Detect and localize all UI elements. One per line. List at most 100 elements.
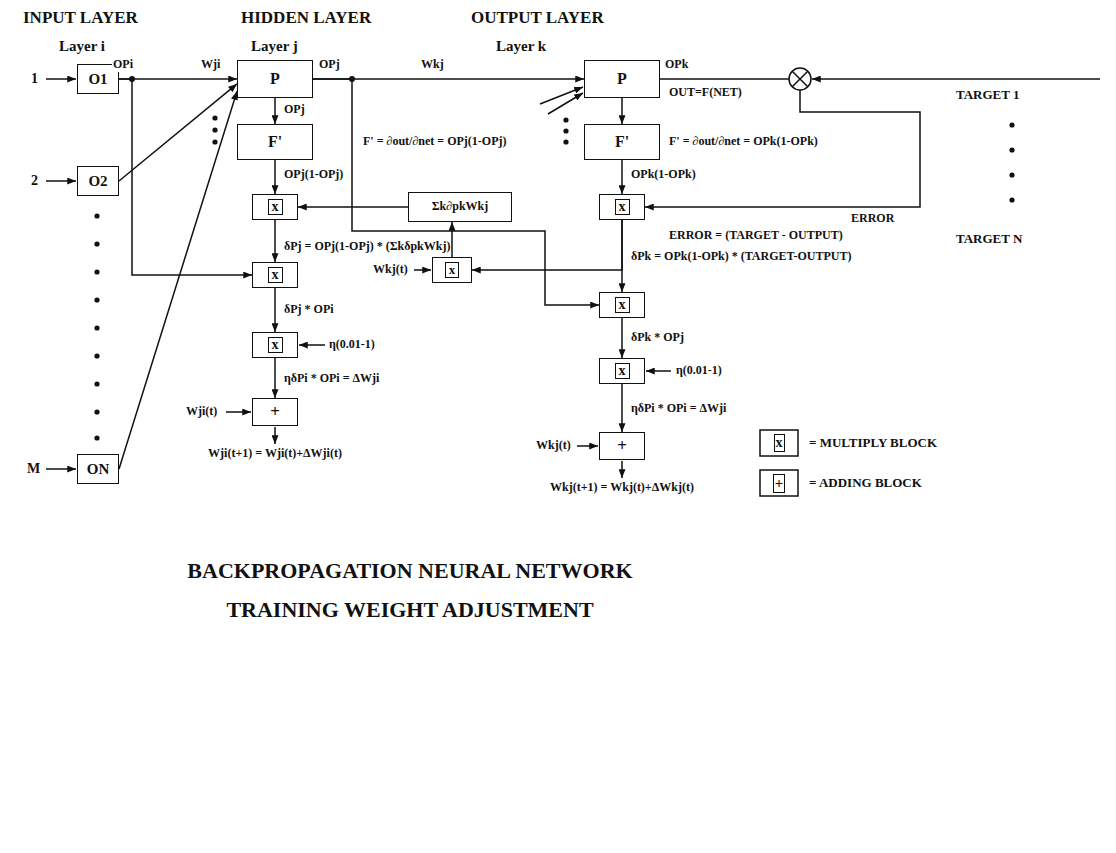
ellipsis-dot <box>212 127 217 132</box>
signal-name: OPj <box>283 103 306 117</box>
sum-box: Σk∂pkWkj <box>408 192 512 222</box>
other-input-line <box>548 93 583 114</box>
formula: ηδPi * OPi = ΔWji <box>630 402 727 416</box>
connector <box>274 288 276 332</box>
node-text: P <box>617 70 627 88</box>
formula: δPk * OPj <box>630 331 685 345</box>
multiply-block: x <box>599 358 645 384</box>
formula: F' = ∂out/∂net = OPk(1-OPk) <box>668 135 819 149</box>
layout-lines <box>46 79 1100 478</box>
branch-dot <box>129 76 135 82</box>
connector <box>621 220 623 292</box>
node-text: F' <box>268 133 282 151</box>
signal-name: ERROR <box>850 212 895 226</box>
node-text: O2 <box>88 173 107 190</box>
ellipsis-dot <box>94 241 99 246</box>
summing-junction <box>789 68 811 90</box>
formula: δPj = OPj(1-OPj) * (ΣkδpkWkj) <box>283 240 451 254</box>
node-text: + <box>617 437 627 456</box>
target-name: TARGET N <box>955 232 1023 247</box>
diagram-title: BACKPROPAGATION NEURAL NETWORK TRAINING … <box>150 552 670 629</box>
rate-arrow <box>646 370 671 372</box>
layer-heading: HIDDEN LAYER <box>240 8 372 28</box>
input-neuron: O2 <box>77 166 119 196</box>
connector <box>645 79 920 207</box>
input-neuron: ON <box>77 454 119 484</box>
connector <box>119 84 237 181</box>
ellipsis-dot <box>212 139 217 144</box>
signal-name: OPk <box>664 58 689 72</box>
legend-sample-box <box>760 430 798 456</box>
connector <box>274 358 276 398</box>
node-text: F' <box>615 133 629 151</box>
process-box: F' <box>584 124 660 160</box>
connector <box>621 160 623 194</box>
multiply-block: x <box>252 332 298 358</box>
ellipsis-dot <box>212 115 217 120</box>
formula: δPk = OPk(1-OPk) * (TARGET-OUTPUT) <box>630 250 852 264</box>
input-arrow <box>46 468 76 470</box>
connector <box>621 384 623 432</box>
other-input-line <box>540 87 583 104</box>
ellipsis-dot <box>94 409 99 414</box>
ellipsis-dot <box>94 353 99 358</box>
multiply-sign: x <box>615 297 630 314</box>
result-arrow <box>621 461 623 478</box>
connector <box>274 160 276 194</box>
input-arrow <box>46 180 76 182</box>
process-box: F' <box>237 124 313 160</box>
ellipsis-dot <box>1009 122 1014 127</box>
signal-name: OPj(1-OPj) <box>283 168 344 182</box>
junction-cross <box>792 71 808 87</box>
target-name: TARGET 1 <box>955 88 1020 103</box>
formula: ERROR = (TARGET - OUTPUT) <box>668 229 844 243</box>
ellipsis-dot <box>94 325 99 330</box>
ellipsis-dot <box>563 139 568 144</box>
multiply-block: x <box>252 262 298 288</box>
connector <box>119 78 237 80</box>
weight-arrow <box>414 269 431 271</box>
dots <box>94 76 1014 441</box>
weight-name: Wji(t) <box>185 405 218 419</box>
target-arrow <box>812 78 1100 80</box>
input-number: 1 <box>30 71 39 87</box>
layer-heading: OUTPUT LAYER <box>470 8 605 28</box>
node-text: O1 <box>88 71 107 88</box>
weight-arrow <box>226 411 251 413</box>
process-box: P <box>237 60 313 98</box>
legend-text: = MULTIPLY BLOCK <box>808 436 938 451</box>
node-text: Σk∂pkWkj <box>432 200 488 213</box>
learning-rate: η(0.01-1) <box>675 364 723 378</box>
connector <box>119 91 237 469</box>
multiply-block: x <box>252 194 298 220</box>
node-text: ON <box>87 461 110 478</box>
layer-heading: INPUT LAYER <box>22 8 139 28</box>
formula: ηδPi * OPi = ΔWji <box>283 372 380 386</box>
multiply-block: x <box>599 292 645 318</box>
adding-block: + <box>599 432 645 460</box>
multiply-sign: x <box>615 363 630 380</box>
process-box: P <box>584 60 660 98</box>
ellipsis-dot <box>1009 172 1014 177</box>
legend-symbol: x <box>774 434 785 452</box>
ellipsis-dot <box>563 128 568 133</box>
branch-dot <box>349 76 355 82</box>
connector <box>313 79 599 305</box>
ellipsis-dot <box>1009 147 1014 152</box>
input-number: 2 <box>30 173 39 189</box>
multiply-block: x <box>432 257 472 283</box>
result-arrow <box>274 427 276 444</box>
multiply-sign: x <box>445 262 460 278</box>
weight-arrow <box>577 445 598 447</box>
ellipsis-dot <box>563 117 568 122</box>
legend-symbol: + <box>773 474 786 493</box>
learning-rate: η(0.01-1) <box>328 338 376 352</box>
connector <box>451 222 453 257</box>
formula: δPj * OPi <box>283 303 335 317</box>
connector <box>621 98 623 124</box>
connector <box>274 220 276 262</box>
connector <box>119 79 252 275</box>
connector <box>298 206 408 208</box>
multiply-sign: x <box>268 199 283 216</box>
